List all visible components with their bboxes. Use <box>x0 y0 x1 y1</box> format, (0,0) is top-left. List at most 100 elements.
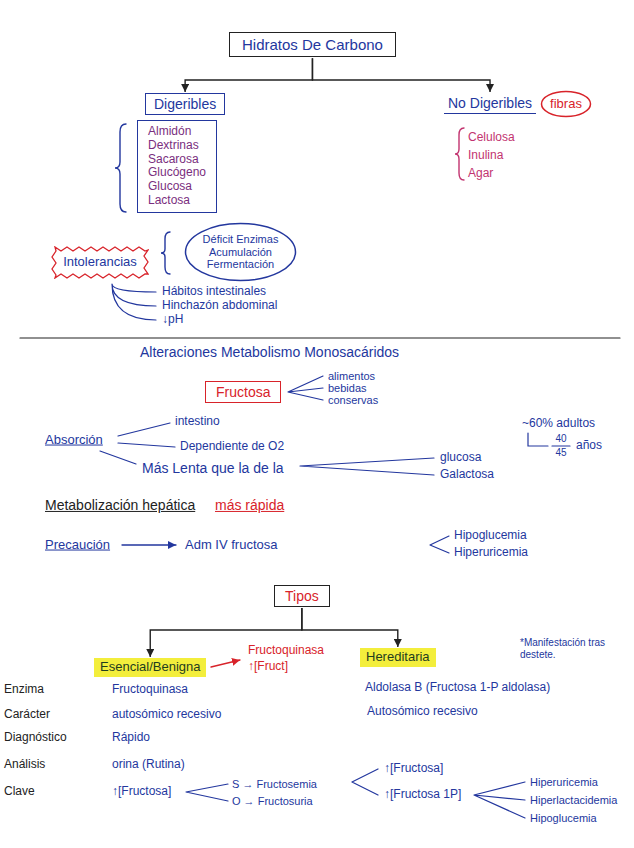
node-text: Fermentación <box>207 258 274 271</box>
note-label: autosómico recesivo <box>112 708 221 722</box>
node-text: Glucosa <box>148 180 206 194</box>
node-text: Fructosa <box>216 384 270 400</box>
zigzag-cloud: Intolerancias <box>51 246 149 279</box>
arrow-line <box>211 660 240 667</box>
note-label: Fructoquinasa <box>248 644 324 658</box>
branch-line <box>528 433 548 446</box>
note-label: intestino <box>175 415 220 429</box>
topic-box: Tipos <box>274 585 330 607</box>
note-label: Hiperlactacidemia <box>530 794 617 807</box>
tree-connector <box>312 58 490 92</box>
note-label: Fructoquinasa <box>112 683 188 697</box>
note-label: 45 <box>555 447 566 459</box>
note-label: 40 <box>555 433 566 445</box>
node-text: Déficit Enzimas <box>203 233 279 246</box>
note-label: ~60% adultos <box>522 417 595 431</box>
highlight-box: Hereditaria <box>360 648 436 667</box>
note-label: ↑[Fruct] <box>248 660 288 674</box>
branch-line <box>300 458 434 475</box>
branch-line <box>430 536 449 553</box>
node-text: Almidón <box>148 125 206 139</box>
node-text: Intolerancias <box>63 255 137 270</box>
note-label: Hiperuricemia <box>530 776 598 789</box>
note-label: ↓pH <box>162 313 183 327</box>
note-label: Hiperuricemia <box>454 546 528 560</box>
note-label: Hipoglucemia <box>454 529 527 543</box>
note-label: Hinchazón abdominal <box>162 299 277 313</box>
note-label: más rápida <box>215 497 284 513</box>
note-label: orina (Rutina) <box>112 758 185 772</box>
category-box: Digeribles <box>145 93 225 115</box>
note-label: Absorción <box>45 433 103 448</box>
note-label: Celulosa <box>468 131 515 145</box>
node-text: Glucógeno <box>148 166 206 180</box>
note-label: Enzima <box>4 683 44 697</box>
note-label: años <box>576 439 602 453</box>
title-box: Hidratos De Carbono <box>229 32 396 57</box>
note-label: glucosa <box>440 451 481 465</box>
divider-rule <box>20 337 620 338</box>
branch-line <box>100 423 175 464</box>
highlight-box: Esencial/Benigna <box>94 658 206 677</box>
note-label: Carácter <box>4 708 50 722</box>
node-text: Digeribles <box>154 96 216 112</box>
note-label: Galactosa <box>440 468 494 482</box>
ellipse-outline <box>186 224 296 281</box>
tree-connector <box>302 608 398 647</box>
node-text: Hereditaria <box>366 650 430 665</box>
node-text: Esencial/Benigna <box>100 660 200 675</box>
branch-line <box>288 376 323 400</box>
branch-line <box>352 769 378 795</box>
note-label: Aldolasa B (Fructosa 1-P aldolasa) <box>365 681 550 695</box>
node-text: Dextrinas <box>148 139 206 153</box>
branch-line <box>112 284 156 320</box>
fraction-bar <box>552 445 570 446</box>
branch-line <box>186 784 228 801</box>
arrow-line <box>122 544 176 545</box>
note-label: Análisis <box>4 758 45 772</box>
category-box: No Digeribles <box>444 93 536 114</box>
note-label: Alteraciones Metabolismo Monosacáridos <box>140 344 399 360</box>
note-label: Metabolización hepática <box>45 497 195 513</box>
note-label: ↑[Fructosa 1P] <box>384 788 461 802</box>
brace <box>115 124 126 212</box>
note-label: Diagnóstico <box>4 731 67 745</box>
node-text: Hidratos De Carbono <box>242 36 383 53</box>
note-label: conservas <box>328 394 378 407</box>
node-text: Tipos <box>285 588 319 604</box>
note-label: Agar <box>468 167 493 181</box>
note-label: Clave <box>4 785 35 799</box>
node-text: Lactosa <box>148 194 206 208</box>
note-label: ↑[Fructosa] <box>112 785 171 799</box>
note-label: Hipoglucemia <box>530 812 597 825</box>
cause-oval: Déficit EnzimasAcumulaciónFermentación <box>184 222 297 282</box>
note-label: Rápido <box>112 731 150 745</box>
ellipse-outline <box>542 92 591 117</box>
note-label: S → Fructosemia <box>232 778 317 791</box>
node-text: No Digeribles <box>448 95 532 111</box>
note-label: Hábitos intestinales <box>162 285 266 299</box>
zigzag-outline <box>52 247 148 278</box>
brace <box>161 232 170 274</box>
brace <box>455 128 464 180</box>
note-label: Dependiente de O2 <box>180 440 284 454</box>
node-text: Sacarosa <box>148 153 206 167</box>
note-label: Autosómico recesivo <box>367 705 478 719</box>
note-label: Más Lenta que la de la <box>142 460 284 476</box>
topic-box: Fructosa <box>205 381 281 403</box>
note-label: ↑[Fructosa] <box>384 762 443 776</box>
note-label: Inulina <box>468 149 503 163</box>
tree-connector <box>185 58 312 92</box>
node-text: Acumulación <box>209 246 272 259</box>
note-label: Adm IV fructosa <box>185 538 277 553</box>
note-label: O → Fructosuria <box>232 795 313 808</box>
note-label: bebidas <box>328 382 367 395</box>
node-text: fibras <box>550 97 582 112</box>
list-box: AlmidónDextrinasSacarosaGlucógenoGlucosa… <box>137 120 217 213</box>
circled-note: fibras <box>540 90 592 118</box>
note-label: *Manifestación tras destete. <box>520 637 620 660</box>
branch-line <box>474 782 525 818</box>
note-label: alimentos <box>328 370 375 383</box>
note-label: Precaución <box>45 538 110 553</box>
